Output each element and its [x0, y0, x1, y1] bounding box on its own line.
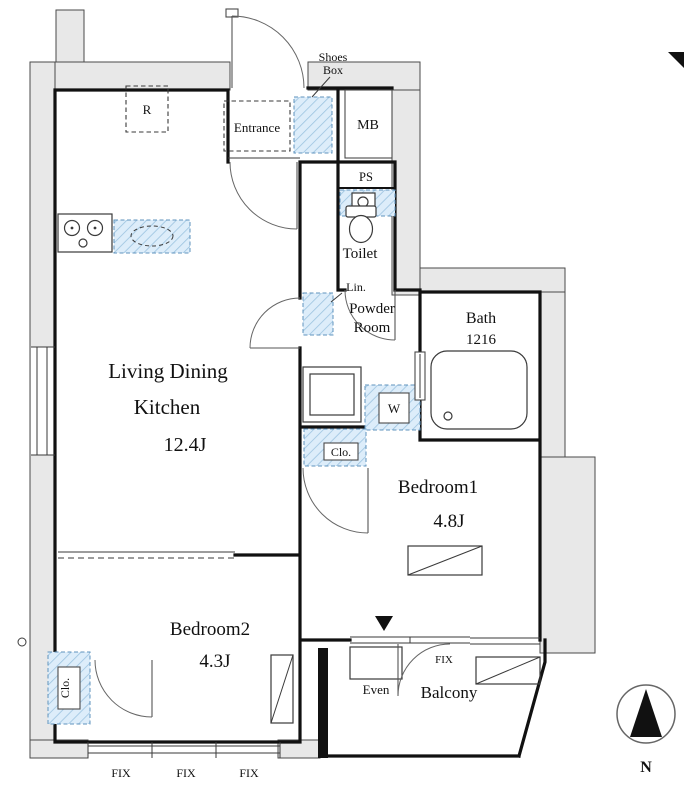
door-leaves	[151, 16, 399, 717]
bathtub-icon	[430, 350, 528, 430]
linen-leader	[330, 292, 343, 303]
pipe-space-label: PS	[359, 170, 373, 184]
dashed-outlines	[125, 85, 291, 152]
closet-label-box	[323, 442, 359, 461]
window-opening	[31, 347, 54, 455]
fixtures	[57, 192, 541, 724]
entrance-step-area	[223, 100, 291, 152]
leader-lines	[311, 76, 343, 303]
structure-block	[391, 89, 421, 296]
refrigerator-label: R	[143, 102, 152, 117]
refrigerator-space	[125, 85, 169, 133]
washer-label: W	[388, 401, 401, 416]
powder-room-label-line1: Powder	[349, 301, 395, 317]
bedroom2-shutter-box-icon	[270, 654, 294, 724]
thin-lines	[17, 157, 540, 758]
kitchen-sink-icon	[130, 225, 174, 247]
powder-room-label-line2: Room	[354, 320, 391, 336]
north-arrow-icon	[630, 689, 662, 737]
evacuation-hatch-box	[349, 646, 403, 680]
bedroom1-area-label: 4.8J	[433, 511, 464, 532]
bedroom2-label: Bedroom2	[170, 619, 250, 640]
north-label: N	[640, 759, 652, 776]
structure-block	[539, 456, 596, 654]
balcony-bench-icon	[475, 656, 541, 685]
structure-block	[419, 267, 566, 293]
bedroom1-furniture-icon	[407, 545, 483, 576]
balcony-label: Balcony	[421, 683, 478, 702]
shoes-box-area	[293, 96, 333, 154]
structure-block	[55, 9, 85, 65]
meter-box	[344, 89, 393, 159]
shoes-box-label-line1: Shoes	[319, 50, 348, 64]
window-left	[31, 347, 54, 455]
fix-window1-label: FIX	[111, 766, 131, 780]
building-structure	[29, 9, 596, 759]
doors	[94, 15, 451, 718]
ldk-area-label: 12.4J	[164, 434, 207, 456]
closet2-label-box	[57, 666, 81, 710]
structure-block	[29, 61, 231, 91]
kitchen-counter-area	[113, 219, 191, 254]
bath-size-label: 1216	[466, 332, 497, 348]
shoes-box-leader	[311, 76, 331, 98]
compass: N	[616, 684, 676, 776]
toilet-label: Toilet	[343, 246, 379, 262]
closet-bedroom2-label: Clo.	[58, 678, 72, 698]
bath-label: Bath	[466, 310, 496, 327]
structure-block	[539, 291, 566, 458]
toilet-icon	[345, 205, 377, 244]
fix-window3-label: FIX	[239, 766, 259, 780]
linen-label: Lin.	[346, 280, 366, 294]
ldk-label-line1: Living Dining	[108, 359, 228, 383]
hinge-mark-icon	[17, 637, 27, 647]
vanity-icon	[302, 366, 362, 423]
washer-label-box	[378, 392, 410, 424]
ldk-label-line2: Kitchen	[134, 395, 201, 419]
bedroom2-area-label: 4.3J	[199, 651, 230, 672]
shoes-box-label-line2: Box	[323, 63, 343, 77]
fix-window-balcony-label: FIX	[435, 654, 453, 666]
closet-hall-label: Clo.	[331, 445, 351, 459]
evacuation-hatch-label: Even	[363, 682, 390, 697]
wall-lines	[53, 86, 547, 758]
meter-box-label: MB	[357, 118, 379, 133]
balcony-direction-marker-icon	[375, 616, 393, 631]
room-labels: Shoes Box Entrance MB PS Toilet Lin. Pow…	[58, 50, 497, 780]
window-and-step-lines	[31, 157, 540, 758]
markers	[375, 52, 684, 631]
entrance-label: Entrance	[234, 120, 280, 135]
fix-window2-label: FIX	[176, 766, 196, 780]
utility-boxes	[57, 8, 410, 710]
balcony-side-wall	[318, 648, 328, 758]
bedroom1-label: Bedroom1	[398, 477, 478, 498]
bath-door-icon	[414, 351, 426, 401]
linen-shelf-area	[302, 292, 334, 336]
door-swing-arcs	[94, 15, 451, 718]
walls	[53, 86, 547, 758]
stove-icon	[57, 213, 113, 253]
corner-mark-icon	[668, 52, 684, 68]
